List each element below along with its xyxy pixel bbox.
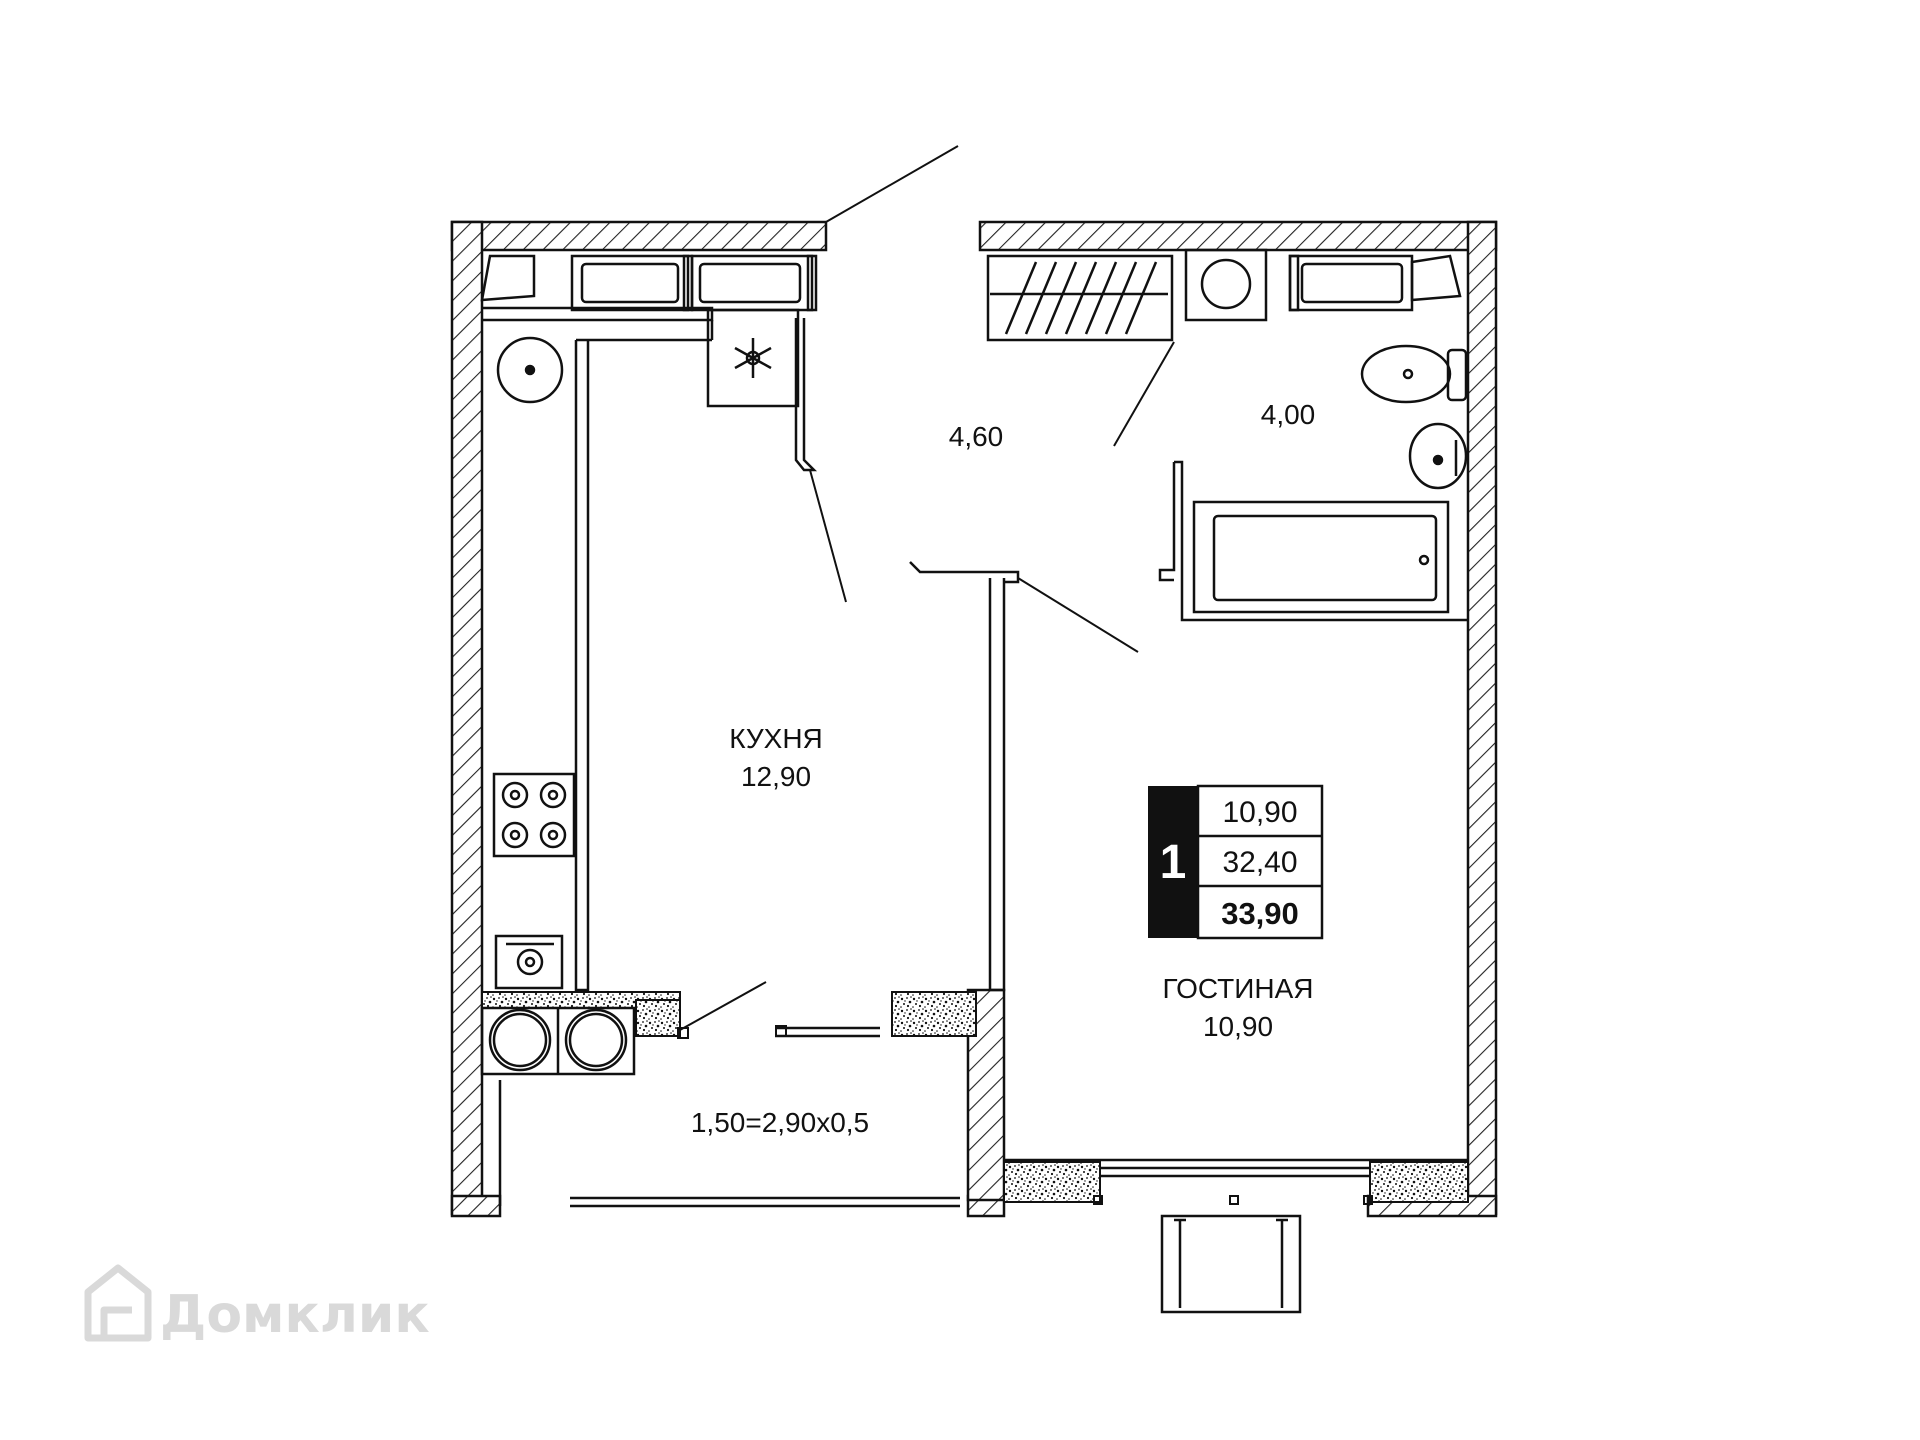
toilet-icon — [1360, 344, 1468, 404]
kitchen-sink-icon — [496, 336, 564, 404]
balcony-chairs-icon — [1160, 1214, 1302, 1314]
speckled-elements — [481, 991, 1469, 1203]
interior-walls — [498, 318, 1468, 1208]
wall-top-left — [450, 220, 828, 252]
living-name: ГОСТИНАЯ — [1162, 973, 1313, 1004]
home-logo-icon — [84, 1264, 152, 1342]
area-summary-box: 1 10,90 32,40 33,90 — [1148, 784, 1324, 940]
upper-cabinets — [480, 254, 818, 312]
balcony-area: 1,50=2,90х0,5 — [691, 1107, 869, 1138]
wardrobe-icon — [986, 254, 1174, 342]
bathtub-icon — [1192, 500, 1450, 614]
rooms-count: 1 — [1160, 836, 1187, 889]
living-area: 10,90 — [1203, 1011, 1273, 1042]
summary-living-area: 10,90 — [1222, 796, 1297, 829]
kitchen-name: КУХНЯ — [729, 723, 823, 754]
summary-total-area: 33,90 — [1221, 896, 1299, 931]
wall-left — [450, 220, 484, 1216]
watermark: Домклик — [84, 1264, 430, 1345]
door-swings — [677, 145, 1373, 1205]
summary-area-without-balcony: 32,40 — [1222, 846, 1297, 879]
washing-machine-icon — [494, 934, 564, 990]
kitchen-area: 12,90 — [741, 761, 811, 792]
balcony-tanks-icon — [480, 1006, 636, 1076]
stove-icon — [492, 772, 576, 858]
bathroom-sink-icon — [1408, 422, 1468, 490]
fridge-icon — [706, 308, 800, 408]
bathroom-cabinets — [1184, 248, 1462, 322]
bathroom-area: 4,00 — [1261, 399, 1316, 430]
exterior-walls — [450, 220, 1498, 1218]
wall-right — [1466, 220, 1498, 1216]
watermark-text: Домклик — [160, 1285, 430, 1345]
wall-top-right — [978, 220, 1498, 252]
hall-area: 4,60 — [949, 421, 1004, 452]
wall-bottom-left — [450, 1194, 502, 1218]
kitchen-counter — [482, 306, 714, 992]
